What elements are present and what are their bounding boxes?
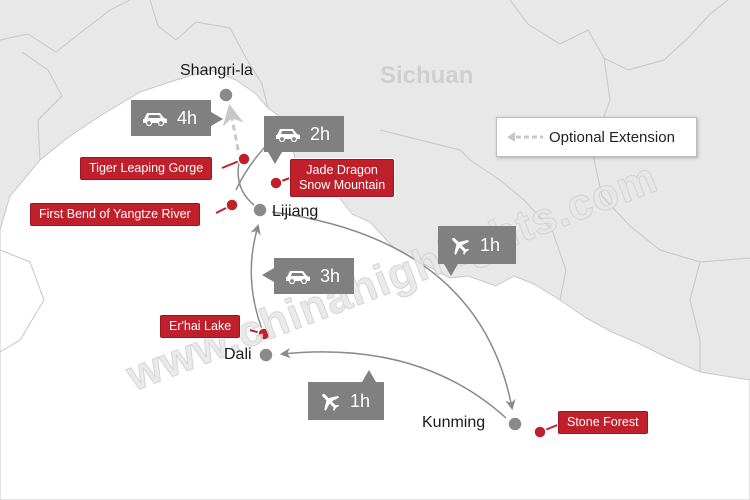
city-dots <box>218 87 523 432</box>
badge-pointer <box>444 264 458 276</box>
badge-pointer <box>362 370 376 382</box>
route-kunming-dali <box>279 347 507 419</box>
boundaries <box>0 0 750 372</box>
kunming-dot[interactable] <box>507 416 523 432</box>
car-icon <box>286 271 310 284</box>
duration-badge-shangrila: 4h <box>131 100 223 136</box>
car-icon <box>276 129 300 142</box>
jade-dragon-dot[interactable] <box>269 176 283 190</box>
badge-pointer <box>268 152 282 164</box>
lijiang-dot[interactable] <box>252 202 268 218</box>
city-label-kunming[interactable]: Kunming <box>422 414 486 431</box>
duration-badge-lijiang-kunming: 1h <box>438 226 516 276</box>
stone-forest-dot[interactable] <box>533 425 547 439</box>
duration-badge-lijiang-shangrila: 2h <box>264 116 344 164</box>
duration-kunming-dali: 1h <box>350 390 371 411</box>
legend-label: Optional Extension <box>549 128 675 146</box>
jade-dragon-line2: Snow Mountain <box>299 178 386 192</box>
region-label-sichuan: Sichuan <box>380 62 474 89</box>
plane-icon <box>322 393 340 411</box>
jade-dragon-line1: Jade Dragon <box>306 163 378 177</box>
duration-badge-kunming-dali: 1h <box>308 370 384 420</box>
duration-shangrila: 4h <box>177 107 198 128</box>
city-label-shangrila[interactable]: Shangri-la <box>180 62 253 79</box>
attraction-dots <box>225 152 547 439</box>
duration-lijiang-shangrila: 2h <box>310 123 331 144</box>
attraction-label-erhai-lake[interactable]: Er'hai Lake <box>160 315 241 338</box>
attraction-label-first-bend[interactable]: First Bend of Yangtze River <box>30 203 200 226</box>
first-bend-dot[interactable] <box>225 198 239 212</box>
car-icon <box>143 113 167 126</box>
plane-icon <box>452 237 470 255</box>
shangrila-dot[interactable] <box>218 87 234 103</box>
city-label-lijiang[interactable]: Lijiang <box>272 203 319 220</box>
duration-dali-lijiang: 3h <box>320 265 341 286</box>
attraction-label-tiger-leaping-gorge[interactable]: Tiger Leaping Gorge <box>80 157 213 180</box>
city-label-dali[interactable]: Dali <box>224 346 252 363</box>
route-dali-lijiang <box>250 223 265 335</box>
dashed-arrow-icon <box>507 132 543 142</box>
attraction-label-stone-forest[interactable]: Stone Forest <box>558 411 648 434</box>
tiger-leaping-dot[interactable] <box>237 152 251 166</box>
badge-pointer <box>211 112 223 126</box>
route-lijiang-kunming <box>271 211 516 411</box>
legend-box: Optional Extension <box>496 117 697 157</box>
erhai-lake-dot[interactable] <box>257 327 271 341</box>
dali-dot[interactable] <box>258 347 274 363</box>
route-shangrila-optional <box>222 103 244 161</box>
duration-badge-dali-lijiang: 3h <box>262 258 354 294</box>
badge-pointer <box>262 268 274 282</box>
attraction-label-jade-dragon-snow-mountain[interactable]: Jade Dragon Snow Mountain <box>290 159 395 197</box>
duration-lijiang-kunming: 1h <box>480 234 501 255</box>
